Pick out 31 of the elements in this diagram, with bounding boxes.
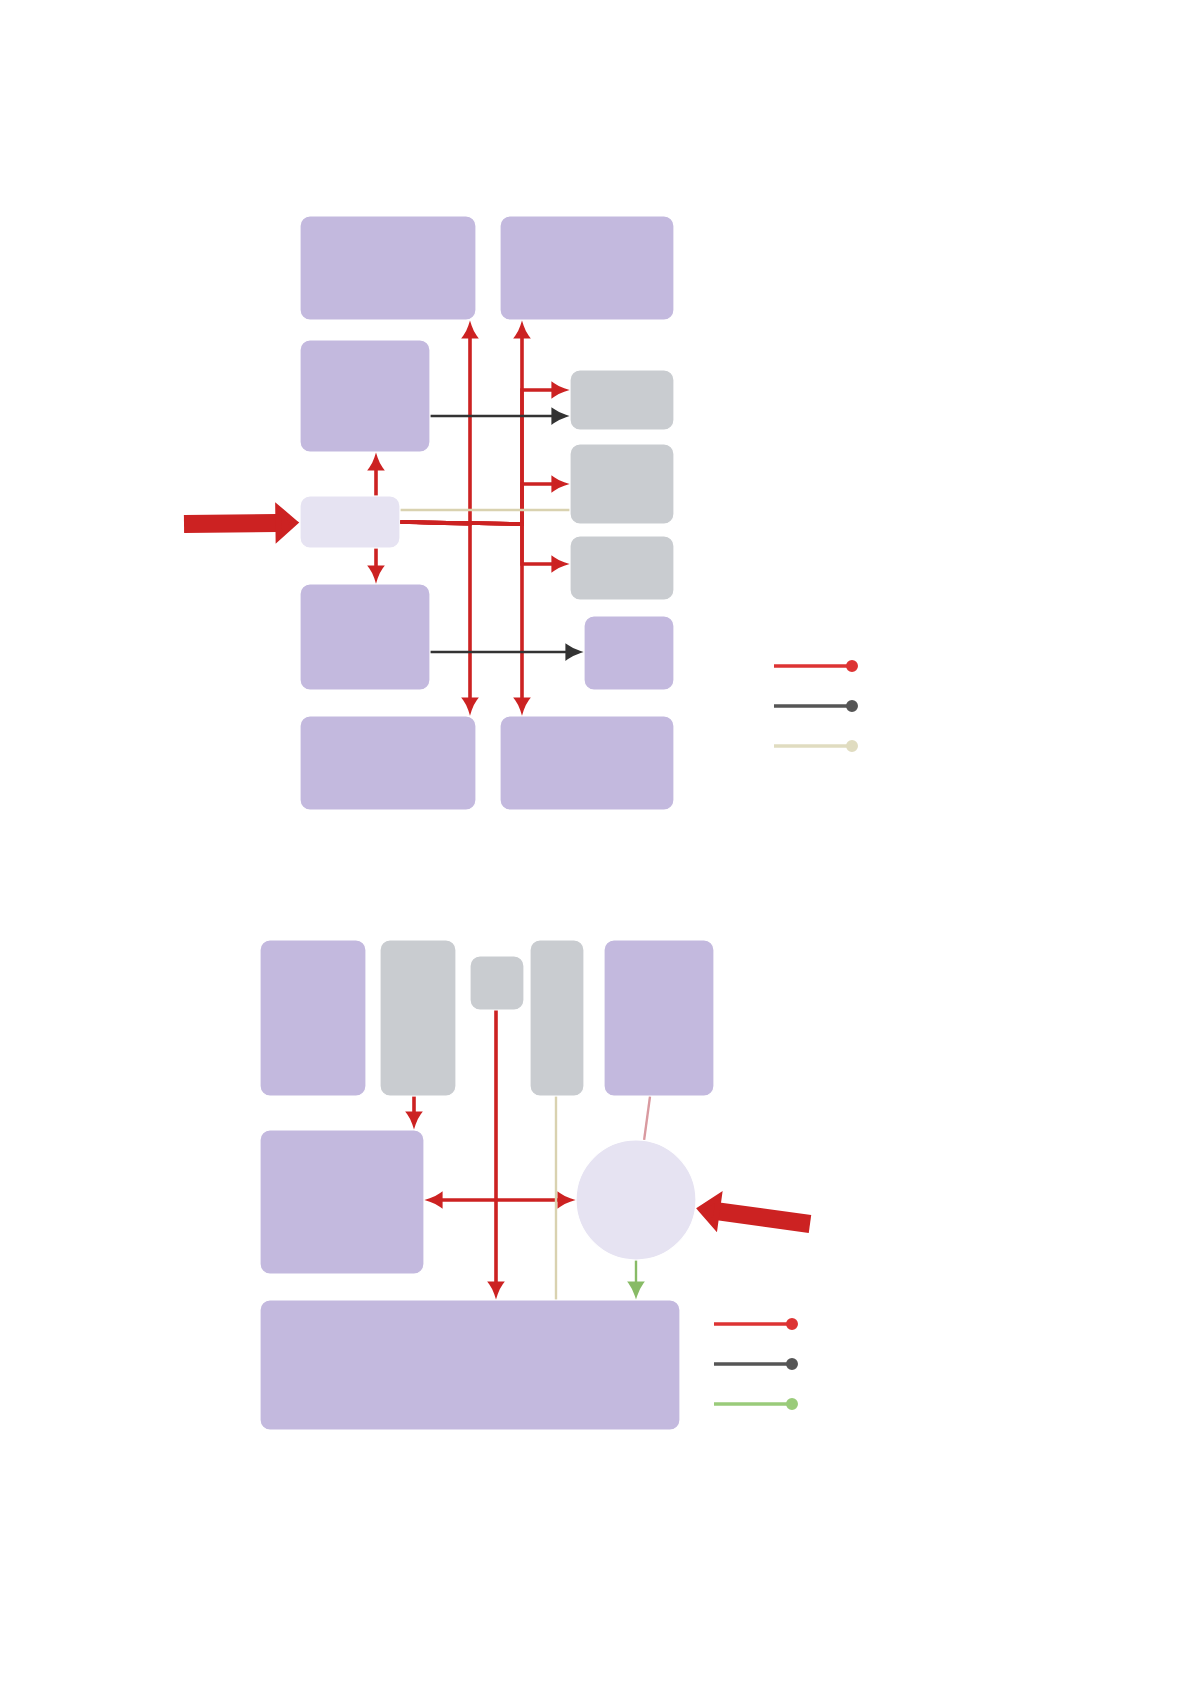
connector <box>488 1010 504 1296</box>
process-box <box>299 495 401 549</box>
process-box <box>469 955 525 1011</box>
process-box <box>299 339 431 453</box>
process-box <box>569 443 675 525</box>
process-box <box>299 215 477 321</box>
process-box <box>259 1129 425 1275</box>
connector <box>628 1260 644 1297</box>
connector <box>368 548 384 580</box>
process-box <box>299 583 431 691</box>
process-box <box>499 215 675 321</box>
process-box <box>529 939 585 1097</box>
process-box <box>603 939 715 1097</box>
connector <box>430 644 581 660</box>
connector <box>400 508 570 512</box>
connector <box>642 1096 652 1141</box>
connector <box>428 1192 572 1208</box>
process-box <box>583 615 675 691</box>
process-box <box>259 939 367 1097</box>
process-box <box>499 715 675 811</box>
process-box <box>569 535 675 601</box>
process-box <box>299 715 477 811</box>
connector <box>406 1096 422 1126</box>
connector <box>368 456 384 496</box>
process-box <box>379 939 457 1097</box>
connector <box>554 1096 558 1300</box>
process-box <box>569 369 675 431</box>
connector <box>430 408 567 424</box>
connector <box>400 520 530 712</box>
circle-node <box>575 1139 697 1261</box>
process-box <box>259 1299 681 1431</box>
